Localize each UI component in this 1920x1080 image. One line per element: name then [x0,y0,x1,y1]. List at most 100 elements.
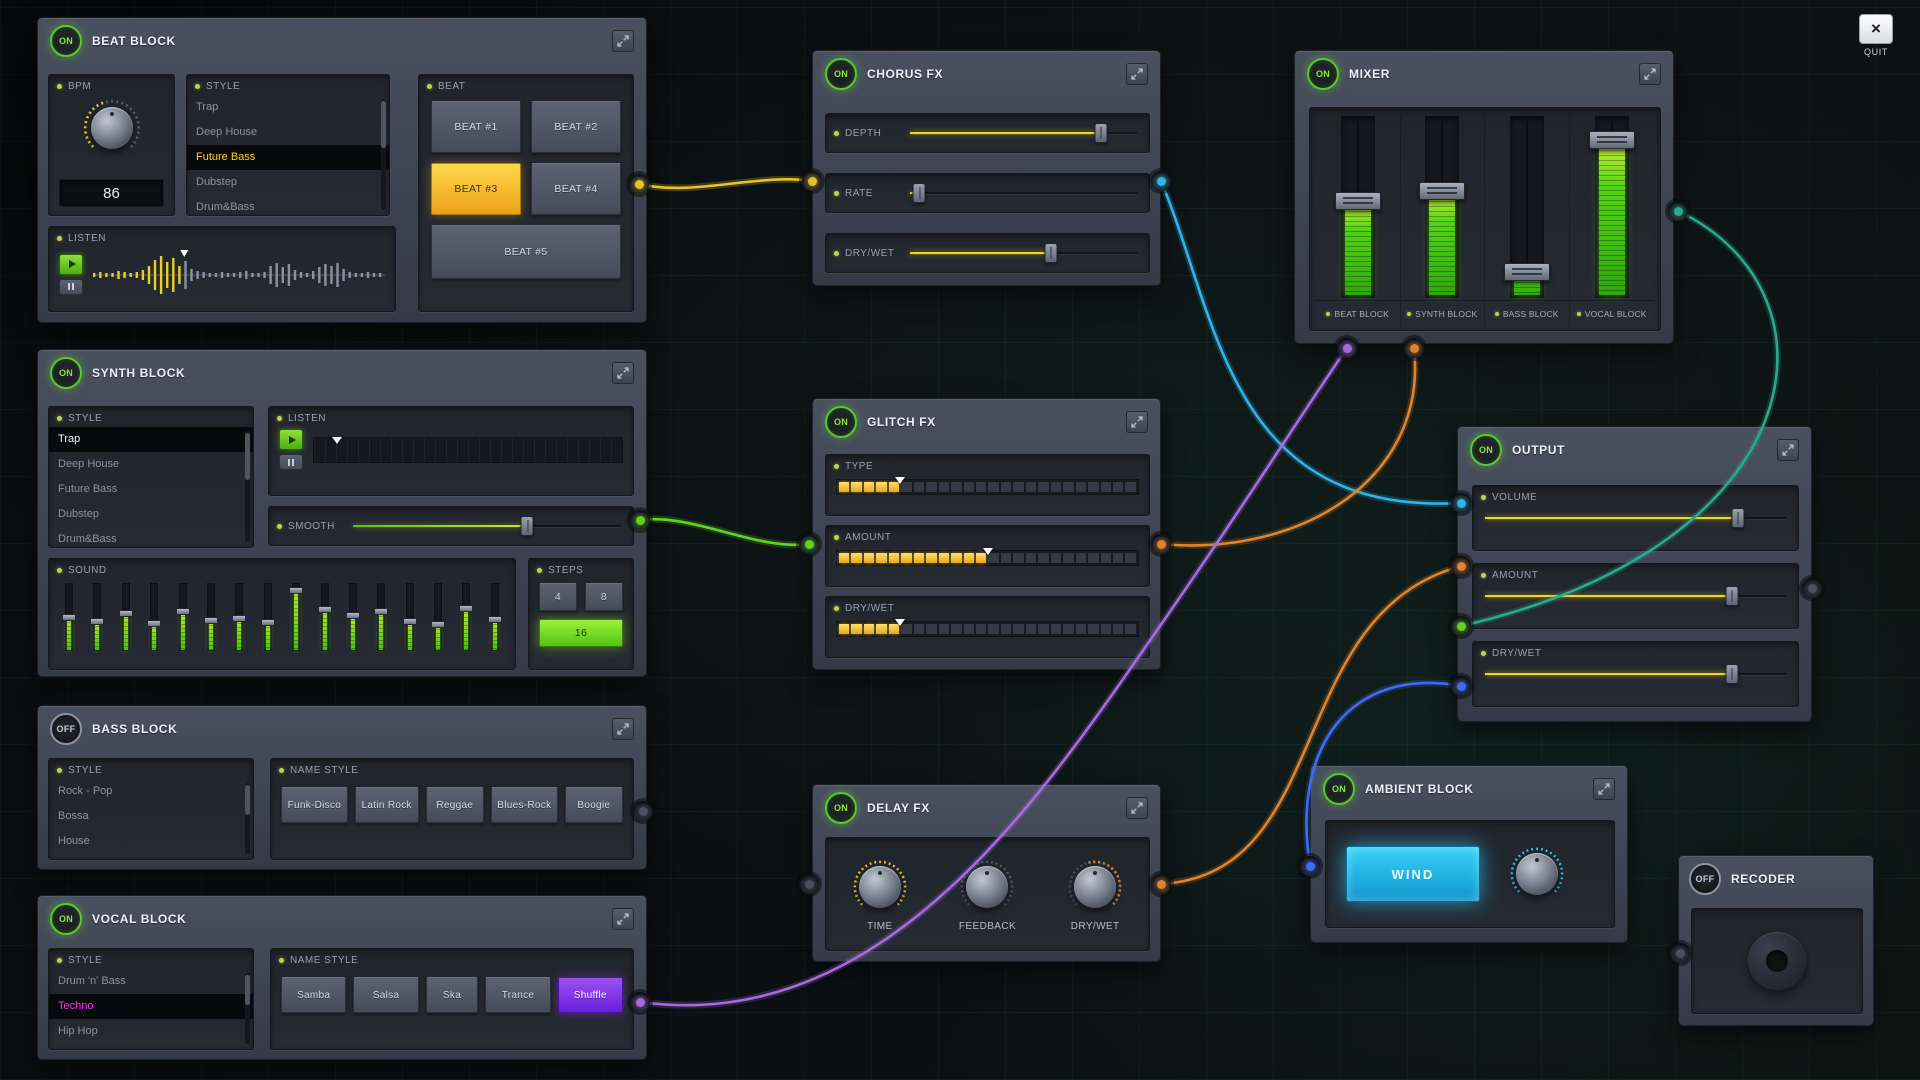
record-button[interactable] [1748,932,1806,990]
mixer-input-port-2[interactable] [1404,338,1424,358]
name-style-button[interactable]: Salsa [353,977,419,1013]
style-option[interactable]: Deep House [58,458,120,470]
name-style-button-selected[interactable]: Shuffle [557,977,623,1013]
style-option[interactable]: Bossa [58,810,89,822]
style-option-selected[interactable]: Techno [49,994,253,1019]
cable-beat-to-chorus[interactable] [637,178,814,190]
dry-wet-slider[interactable] [1485,664,1786,684]
style-option[interactable]: Hip Hop [58,1025,98,1037]
dry-wet-knob[interactable] [1064,856,1126,918]
resize-icon[interactable] [1777,439,1799,461]
resize-icon[interactable] [1639,63,1661,85]
resize-icon[interactable] [612,908,634,930]
style-option[interactable]: House [58,835,90,847]
ambient-sound-display[interactable]: WIND [1346,846,1480,902]
ambient-knob[interactable] [1506,843,1568,905]
dry-wet-stepper[interactable] [836,619,1139,637]
pause-button[interactable] [59,278,83,295]
name-style-button[interactable]: Ska [425,977,479,1013]
ambient-block-power-toggle[interactable]: ON [1323,773,1355,805]
recoder-input-port[interactable] [1670,943,1690,963]
glitch-output-port[interactable] [1151,534,1171,554]
output-output-port[interactable] [1802,578,1822,598]
synth-output-port[interactable] [630,510,650,530]
delay-input-port[interactable] [799,874,819,894]
chorus-fx-power-toggle[interactable]: ON [825,58,857,90]
cable-glitch-to-mixer[interactable] [1159,346,1417,547]
synth-block-power-toggle[interactable]: ON [50,357,82,389]
vocal-output-port[interactable] [630,992,650,1012]
delay-fx-power-toggle[interactable]: ON [825,792,857,824]
scrollbar[interactable] [245,431,250,542]
beat-1-button[interactable]: BEAT #1 [431,101,521,153]
style-option-selected[interactable]: Future Bass [187,145,389,170]
resize-icon[interactable] [1593,778,1615,800]
name-style-button[interactable]: Reggae [425,787,484,823]
mixer-output-port[interactable] [1668,201,1688,221]
fader-handle[interactable] [1588,131,1635,150]
style-option[interactable]: Deep House [196,126,258,138]
steps-4-button[interactable]: 4 [539,583,577,611]
style-option[interactable]: Dubstep [196,176,237,188]
type-stepper[interactable] [836,477,1139,495]
output-volume-input-port[interactable] [1451,493,1471,513]
play-button[interactable] [59,253,83,275]
glitch-fx-power-toggle[interactable]: ON [825,406,857,438]
style-option[interactable]: Dubstep [58,508,99,520]
amount-slider[interactable] [1485,586,1786,606]
name-style-button[interactable]: Blues-Rock [490,787,558,823]
bass-output-port[interactable] [633,801,653,821]
beat-block-power-toggle[interactable]: ON [50,25,82,57]
beat-5-button[interactable]: BEAT #5 [431,225,621,279]
steps-8-button[interactable]: 8 [585,583,623,611]
beat-3-button[interactable]: BEAT #3 [431,163,521,215]
cable-synth-to-glitch[interactable] [638,517,811,547]
output-power-toggle[interactable]: ON [1470,434,1502,466]
fader-handle[interactable] [1419,181,1466,200]
resize-icon[interactable] [1126,411,1148,433]
sound-sliders[interactable] [49,579,515,659]
style-option[interactable]: Drum&Bass [196,201,255,213]
pause-button[interactable] [279,454,303,470]
smooth-slider[interactable] [353,516,621,536]
name-style-button[interactable]: Latin Rock [354,787,419,823]
mixer-channel-bass[interactable] [1485,116,1570,298]
mixer-channel-beat[interactable] [1316,116,1401,298]
close-icon[interactable]: × [1859,14,1893,44]
style-option[interactable]: Future Bass [58,483,118,495]
mixer-power-toggle[interactable]: ON [1307,58,1339,90]
name-style-button[interactable]: Funk-Disco [281,787,348,823]
mixer-channel-synth[interactable] [1401,116,1485,298]
style-option-selected[interactable]: Trap [49,427,253,452]
glitch-input-port[interactable] [799,534,819,554]
depth-slider[interactable] [910,123,1137,143]
recoder-power-toggle[interactable]: OFF [1689,863,1721,895]
beat-4-button[interactable]: BEAT #4 [531,163,621,215]
resize-icon[interactable] [1126,63,1148,85]
steps-16-button[interactable]: 16 [539,619,623,647]
time-knob[interactable] [849,856,911,918]
chorus-output-port[interactable] [1151,171,1171,191]
fader-handle[interactable] [1503,262,1550,281]
name-style-button[interactable]: Trance [485,977,551,1013]
name-style-button[interactable]: Boogie [564,787,623,823]
resize-icon[interactable] [612,718,634,740]
ambient-input-port[interactable] [1300,856,1320,876]
resize-icon[interactable] [612,362,634,384]
beat-output-port[interactable] [629,174,649,194]
style-option[interactable]: Drum 'n' Bass [58,975,126,987]
bpm-knob[interactable] [79,95,145,161]
feedback-knob[interactable] [956,856,1018,918]
beat-2-button[interactable]: BEAT #2 [531,101,621,153]
output-amount-input-port[interactable] [1451,556,1471,576]
resize-icon[interactable] [612,30,634,52]
amount-stepper[interactable] [836,548,1139,566]
fader-handle[interactable] [1334,192,1381,211]
scrollbar[interactable] [245,783,250,854]
dry-wet-slider[interactable] [910,243,1137,263]
delay-output-port[interactable] [1151,874,1171,894]
vocal-block-power-toggle[interactable]: ON [50,903,82,935]
output-main-input-port[interactable] [1451,616,1471,636]
style-option[interactable]: Drum&Bass [58,533,117,545]
bass-block-power-toggle[interactable]: OFF [50,713,82,745]
